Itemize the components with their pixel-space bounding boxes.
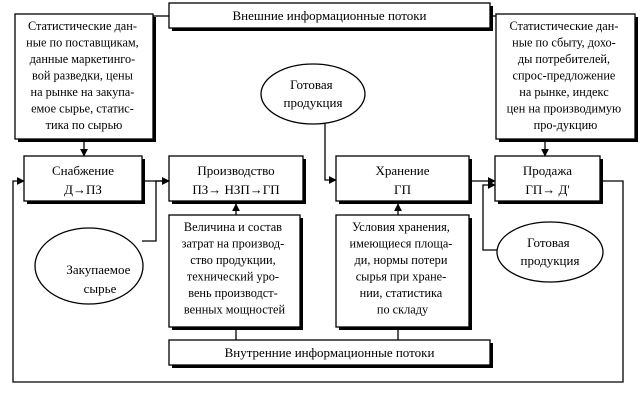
storage-box: Хранение ГП	[335, 155, 472, 204]
external-flows-box: Внешние информационные потоки	[168, 2, 493, 31]
finished-goods-right-label: Готовая продукция	[521, 235, 580, 268]
finished-goods-top-label: Готовая продукция	[284, 77, 343, 110]
finished-goods-right-ellipse: Готовая продукция	[496, 221, 604, 283]
storage-info-box: Условия хранения, имеющиеся площа- ди, н…	[335, 214, 472, 330]
arrow-feedback-loop	[12, 177, 624, 383]
production-box: Производство ПЗ→ НЗП→ГП	[168, 155, 306, 204]
purchased-raw-ellipse: Закупаемое сырье	[34, 227, 144, 305]
supplier-stats-text: Статистические дан- ные по поставщикам, …	[26, 19, 142, 132]
finished-goods-top-ellipse: Готовая продукция	[260, 63, 366, 125]
sales-title: Продажа	[523, 163, 572, 178]
storage-title: Хранение	[375, 163, 429, 178]
production-formula: ПЗ→ НЗП→ГП	[192, 182, 279, 197]
internal-flows-label: Внутренние информационные потоки	[225, 345, 435, 360]
cost-info-box: Величина и состав затрат на производ- ст…	[168, 214, 303, 330]
supply-formula: Д→ПЗ	[64, 182, 102, 197]
arrow-finished-goods-to-sales	[482, 181, 497, 251]
internal-flows-box: Внутренние информационные потоки	[168, 339, 493, 368]
sales-box: Продажа ГП→ Д'	[494, 155, 603, 204]
storage-info-text: Условия хранения, имеющиеся площа- ди, н…	[350, 220, 456, 317]
purchased-raw-label: Закупаемое сырье	[66, 262, 133, 296]
sales-stats-box: Статистические дан- ные по сбыту, дохо- …	[495, 13, 638, 142]
production-title: Производство	[197, 163, 274, 178]
sales-stats-text: Статистические дан- ные по сбыту, дохо- …	[507, 19, 625, 132]
supplier-stats-box: Статистические дан- ные по поставщикам, …	[14, 13, 156, 142]
supply-title: Снабжение	[52, 163, 114, 178]
external-flows-label: Внешние информационные потоки	[232, 8, 426, 23]
arrow-finished-goods-to-storage	[324, 123, 337, 184]
supply-box: Снабжение Д→ПЗ	[23, 155, 145, 204]
cost-info-text: Величина и состав затрат на производ- ст…	[182, 220, 288, 317]
sales-formula: ГП→ Д'	[525, 182, 569, 197]
storage-formula: ГП	[394, 182, 411, 197]
arrow-purchased-raw-to-supply	[142, 177, 170, 242]
